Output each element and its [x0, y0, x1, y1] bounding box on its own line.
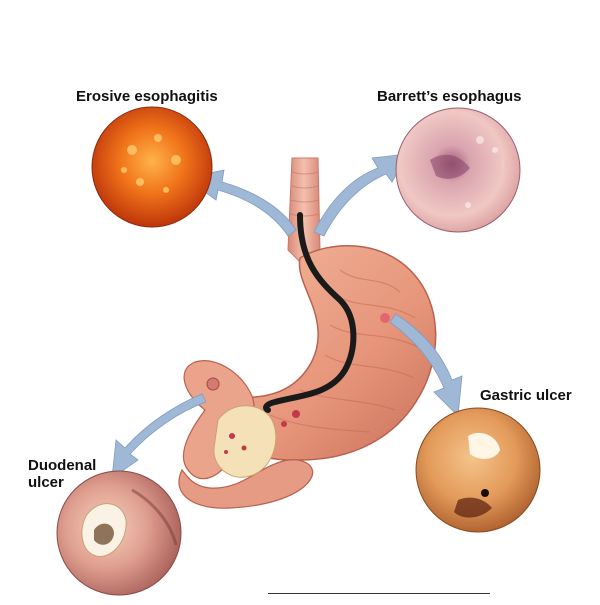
label-erosive-esophagitis: Erosive esophagitis	[76, 88, 218, 105]
label-duodenal-line1: Duodenal	[28, 457, 97, 474]
duodenal-opening	[206, 377, 220, 391]
label-duodenal-line2: ulcer	[28, 474, 64, 491]
intestine	[178, 459, 314, 509]
esophagus-rings	[289, 171, 320, 217]
blood-vessels	[224, 410, 300, 454]
label-duodenal-ulcer: Duodenal ulcer	[28, 457, 96, 491]
label-barretts-esophagus: Barrett’s esophagus	[377, 88, 522, 105]
arrow-duodenal	[111, 393, 207, 479]
pancreas	[213, 405, 277, 478]
gastric-view	[415, 407, 541, 533]
endoscope-icon	[263, 212, 357, 413]
erosive-view	[91, 106, 213, 228]
arrow-barrett	[313, 153, 409, 237]
gastric-ulcer-spot	[380, 313, 390, 323]
bottom-divider	[268, 593, 490, 594]
arrow-gastric	[389, 313, 463, 417]
barrett-view	[395, 107, 521, 233]
duodenal-view	[56, 470, 182, 596]
label-gastric-ulcer: Gastric ulcer	[480, 387, 572, 404]
